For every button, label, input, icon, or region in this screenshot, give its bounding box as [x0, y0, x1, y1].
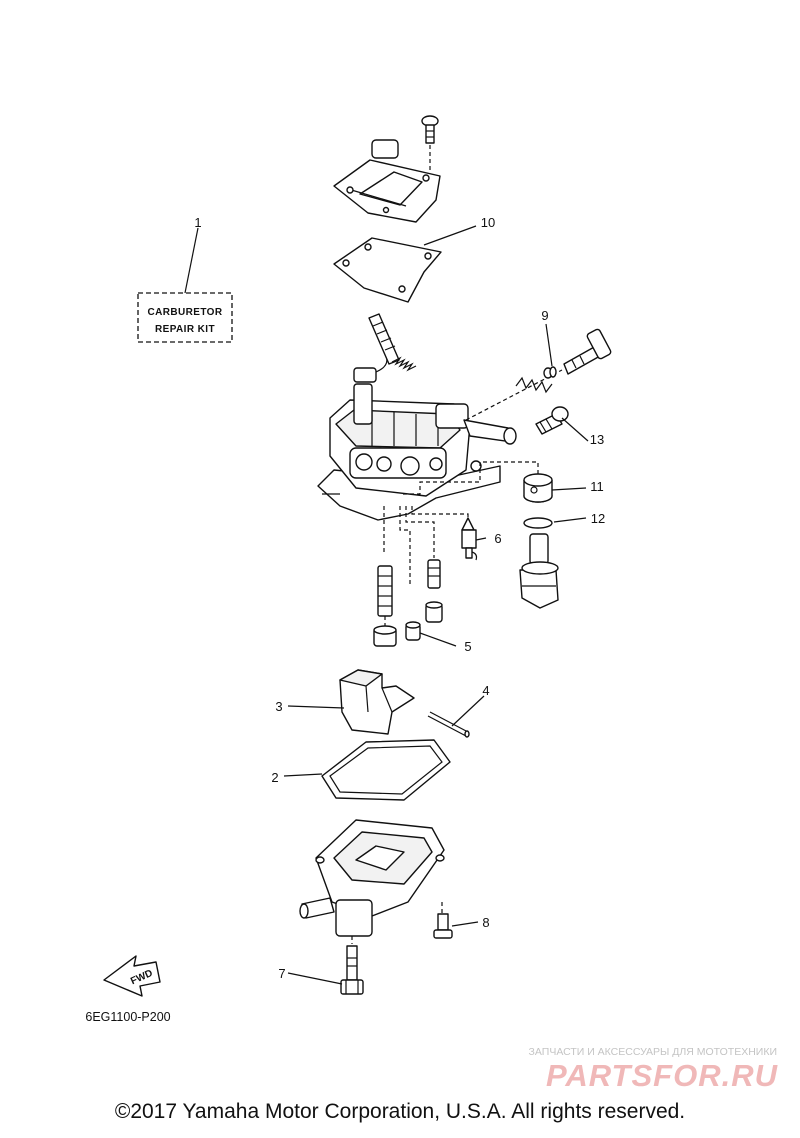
- callout-7: 7: [278, 966, 285, 981]
- cover-screw-part: [421, 115, 439, 173]
- chamber-screw-part: [433, 902, 453, 939]
- callout-2: 2: [271, 770, 278, 785]
- callout-11: 11: [590, 479, 604, 494]
- main-jet-long-part: [373, 565, 397, 647]
- pilot-spring-part: [515, 367, 553, 394]
- float-chamber-part: [299, 819, 445, 944]
- float-chamber-gasket-part: [321, 739, 451, 801]
- float-pin-part: [427, 711, 470, 738]
- throttle-stop-screw-part: [368, 313, 417, 372]
- repair-kit-box: CARBURETOR REPAIR KIT: [137, 292, 233, 343]
- callout-8: 8: [482, 915, 489, 930]
- leader-lines: [184, 225, 589, 985]
- jet-plug-5-part: [405, 621, 421, 641]
- callout-4: 4: [482, 683, 489, 698]
- drain-screw-part: [340, 945, 364, 995]
- cover-gasket-part: [333, 237, 442, 303]
- pilot-jet-part: [425, 559, 443, 623]
- callout-3: 3: [275, 699, 282, 714]
- callout-13: 13: [590, 432, 604, 447]
- idle-screw-part: [535, 406, 569, 435]
- float-valve-seat-part: [400, 461, 553, 503]
- callout-12: 12: [591, 511, 605, 526]
- callout-numbers: 1 2 3 4 5 6 7 8 9 10 11 12 13: [194, 215, 605, 981]
- repair-kit-line2: REPAIR KIT: [155, 324, 215, 335]
- needle-valve-part: [461, 517, 478, 561]
- callout-5: 5: [464, 639, 471, 654]
- main-nozzle-part: [519, 533, 559, 609]
- callout-10: 10: [481, 215, 495, 230]
- copyright-notice: ©2017 Yamaha Motor Corporation, U.S.A. A…: [114, 1100, 686, 1123]
- callout-1: 1: [194, 215, 201, 230]
- callout-9: 9: [541, 308, 548, 323]
- watermark-brand: PARTSFOR.RU: [546, 1058, 779, 1093]
- o-ring-9-part: [549, 366, 557, 378]
- pilot-screw-part: [465, 328, 612, 421]
- forward-direction-arrow: FWD: [103, 955, 161, 997]
- repair-kit-line1: CARBURETOR: [148, 307, 223, 318]
- watermark-tagline: ЗАПЧАСТИ И АКСЕССУАРЫ ДЛЯ МОТОТЕХНИКИ: [529, 1046, 777, 1058]
- carburetor-body-part: [317, 355, 517, 521]
- float-part: [339, 669, 415, 735]
- watermark: ЗАПЧАСТИ И АКСЕССУАРЫ ДЛЯ МОТОТЕХНИКИ PA…: [529, 1046, 779, 1093]
- callout-6: 6: [494, 531, 501, 546]
- top-cover-part: [333, 139, 441, 223]
- o-ring-12-part: [523, 517, 553, 529]
- diagram-code: 6EG1100-P200: [85, 1010, 170, 1024]
